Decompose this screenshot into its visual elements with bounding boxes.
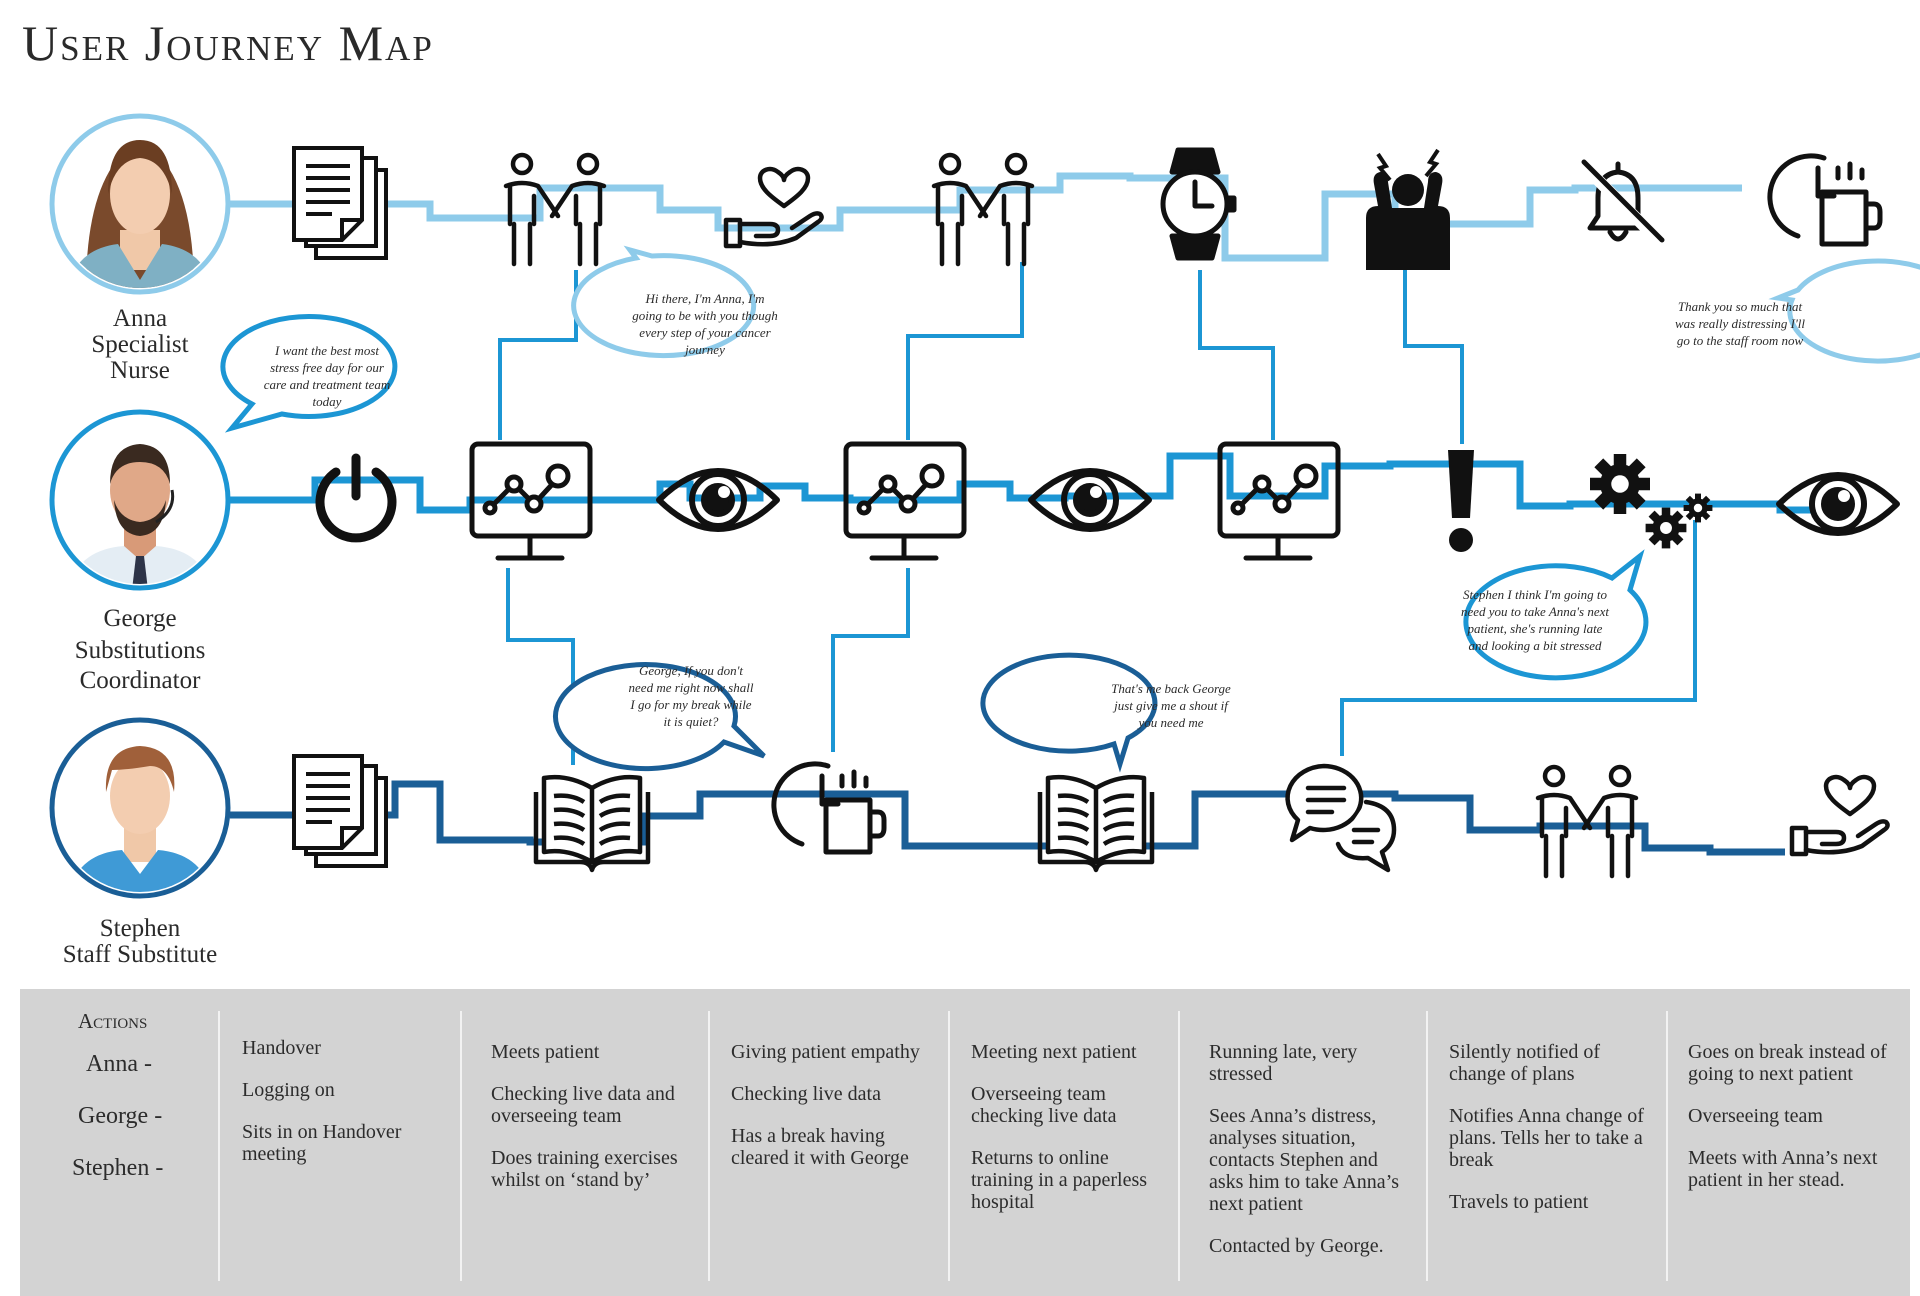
speech-bubble-anna-1	[571, 245, 757, 359]
heart-hand-icon	[726, 169, 822, 246]
persona-name: George	[103, 605, 177, 632]
actions-column-5: Running late, very stressed Sees Anna’s …	[1209, 1041, 1409, 1277]
actions-column-4: Meeting next patient Overseeing team che…	[971, 1041, 1171, 1233]
speech-bubble-text: That's me back George just give me a sho…	[1111, 681, 1231, 730]
actions-column-2: Meets patient Checking live data and ove…	[491, 1041, 701, 1211]
power-icon	[320, 458, 392, 538]
action-item: Checking live data	[731, 1083, 881, 1105]
action-item: Travels to patient	[1449, 1191, 1589, 1213]
actions-heading: Actions	[78, 1009, 148, 1033]
column-divider	[1666, 1011, 1668, 1281]
persona-name: Anna	[112, 305, 168, 332]
action-item: Returns to online training in a paperles…	[971, 1147, 1148, 1213]
speech-bubble-george-1	[220, 314, 398, 433]
speech-bubble-text: George, If you don't need me right now s…	[628, 663, 754, 729]
coffee-break-icon	[774, 764, 884, 852]
speech-bubble-text: Thank you so much that was really distre…	[1674, 299, 1805, 348]
george-avatar	[49, 409, 231, 591]
speech-bubble-george-2	[1463, 549, 1649, 681]
persona-george-label: George Substitutions Coordinator	[20, 606, 260, 696]
action-item: Overseeing team	[1688, 1105, 1823, 1127]
action-item: Overseeing team checking live data	[971, 1083, 1117, 1127]
actions-actor-stephen: Stephen -	[72, 1155, 164, 1181]
connector-handshake-to-monitor	[906, 262, 1024, 440]
action-item: Sees Anna’s distress, analyses situation…	[1209, 1105, 1399, 1215]
speech-bubble-text: Stephen I think I'm going to need you to…	[1460, 587, 1610, 653]
handshake-icon	[1538, 767, 1636, 876]
speech-bubble-stephen-2	[980, 652, 1158, 773]
action-item: Has a break having cleared it with Georg…	[731, 1125, 909, 1169]
coffee-break-icon	[1770, 156, 1880, 244]
chat-icon	[1288, 766, 1394, 870]
column-divider	[948, 1011, 950, 1281]
speech-bubble-anna-2	[1768, 258, 1920, 364]
open-book-icon	[536, 777, 648, 870]
anna-avatar	[49, 113, 231, 295]
action-item: Does training exercises whilst on ‘stand…	[491, 1147, 678, 1191]
george-journey-line	[230, 452, 1815, 514]
connector-handover-to-monitor	[498, 270, 578, 440]
stephen-avatar	[49, 717, 231, 899]
speech-bubble-stephen-1	[552, 662, 766, 772]
action-item: Handover	[242, 1037, 321, 1059]
column-divider	[460, 1011, 462, 1281]
persona-role: Specialist Nurse	[91, 331, 189, 384]
action-item: Meets patient	[491, 1041, 600, 1063]
connector-monitor-to-coffee	[831, 568, 910, 752]
action-item: Meeting next patient	[971, 1041, 1137, 1063]
persona-role: Staff Substitute	[62, 941, 218, 968]
action-item: Notifies Anna change of plans. Tells her…	[1449, 1105, 1644, 1171]
action-item: Sits in on Handover meeting	[242, 1121, 402, 1165]
bell-off-icon	[1582, 162, 1662, 242]
persona-role: Substitutions Coordinator	[74, 637, 206, 694]
actions-column-1: Handover Logging on Sits in on Handover …	[242, 1037, 442, 1185]
speech-bubble-text: Hi there, I'm Anna, I'm going to be with…	[632, 291, 778, 357]
persona-name: Stephen	[99, 915, 181, 942]
open-book-icon	[1040, 777, 1152, 870]
handshake-icon	[506, 155, 604, 264]
action-item: Silently notified of change of plans	[1449, 1041, 1601, 1085]
action-item: Meets with Anna’s next patient in her st…	[1688, 1147, 1878, 1191]
column-divider	[708, 1011, 710, 1281]
document-icon	[292, 754, 388, 868]
action-item: Giving patient empathy	[731, 1041, 920, 1063]
action-item: Checking live data and overseeing team	[491, 1083, 675, 1127]
column-divider	[1178, 1011, 1180, 1281]
actions-actor-anna: Anna -	[86, 1051, 152, 1077]
speech-bubble-text: I want the best most stress free day for…	[263, 343, 391, 409]
heart-hand-icon	[1792, 777, 1888, 854]
actions-column-3: Giving patient empathy Checking live dat…	[731, 1041, 941, 1189]
connector-gears-to-chat	[1340, 520, 1697, 756]
action-item: Running late, very stressed	[1209, 1041, 1358, 1085]
monitor-chart-icon	[1220, 444, 1338, 558]
persona-stephen-label: Stephen Staff Substitute	[20, 916, 260, 968]
actions-actor-george: George -	[78, 1103, 163, 1129]
column-divider	[218, 1011, 220, 1281]
stressed-person-icon	[1364, 148, 1452, 272]
journey-diagram	[49, 113, 1920, 899]
page-title: User Journey Map	[22, 15, 434, 71]
column-divider	[1426, 1011, 1428, 1281]
actions-column-7: Goes on break instead of going to next p…	[1688, 1041, 1893, 1211]
actions-column-6: Silently notified of change of plans Not…	[1449, 1041, 1649, 1233]
document-icon	[292, 146, 388, 260]
persona-anna-label: Anna Specialist Nurse	[20, 306, 260, 384]
action-item: Contacted by George.	[1209, 1235, 1384, 1257]
connector-watch-to-monitor	[1198, 270, 1275, 440]
actions-panel: Actions Anna - George - Stephen - Handov…	[20, 989, 1910, 1296]
action-item: Logging on	[242, 1079, 335, 1101]
connector-stressed-to-alert	[1403, 270, 1464, 444]
exclamation-icon	[1448, 450, 1474, 552]
eye-icon	[1779, 475, 1897, 533]
action-item: Goes on break instead of going to next p…	[1688, 1041, 1887, 1085]
